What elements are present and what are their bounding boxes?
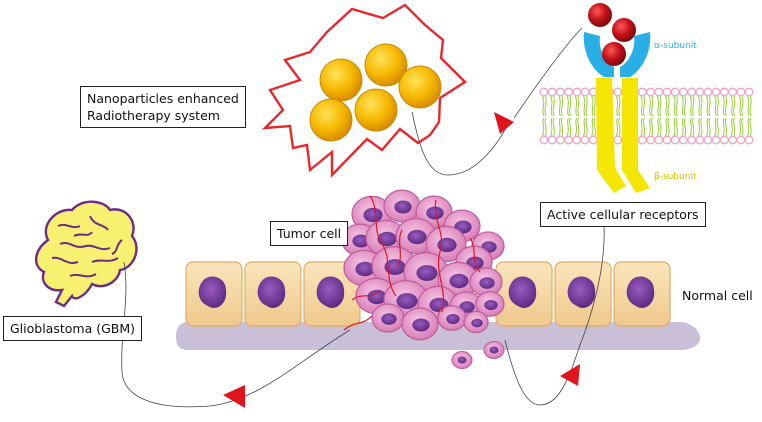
nanoparticles-label-line2: Radiotherapy system <box>87 108 220 123</box>
normal-cell-icon <box>303 261 361 327</box>
blood-vessel <box>369 195 397 297</box>
normal-cell-label: Normal cell <box>682 288 753 303</box>
blood-vessel <box>343 315 373 331</box>
normal-cell-icon <box>554 261 612 327</box>
tumor-cell-icon <box>475 291 505 317</box>
arrowhead-icons <box>223 112 580 408</box>
nanoparticle-icon <box>309 43 442 142</box>
detached-tumor-cell-icon <box>451 351 473 369</box>
receptor-icon <box>539 3 754 193</box>
cell-membrane <box>539 87 754 145</box>
tumor-cell-icon <box>437 305 467 331</box>
blood-vessel <box>434 199 445 313</box>
active-receptors-label: Active cellular receptors <box>540 202 706 227</box>
blood-vessel <box>397 229 403 267</box>
nanoparticles-label: Nanoparticles enhanced Radiotherapy syst… <box>80 86 246 128</box>
normal-cell-icon <box>185 261 243 327</box>
normal-cell-icon <box>244 261 302 327</box>
tumor-cell-icon <box>371 303 405 333</box>
nanoparticles-label-line1: Nanoparticles enhanced <box>87 91 239 106</box>
tissue-icon <box>176 261 700 350</box>
beta-subunit-label: β-subunit <box>654 172 697 182</box>
tumor-cell-icon <box>401 307 439 341</box>
tumor-cell-icon <box>463 310 489 334</box>
blood-vessel <box>351 289 381 301</box>
detached-tumor-cell-icon <box>483 341 505 359</box>
tumor-cell-icon <box>425 225 467 263</box>
glioblastoma-label: Glioblastoma (GBM) <box>3 316 143 341</box>
tumor-cell-icon <box>469 267 503 297</box>
blood-vessel <box>469 237 481 273</box>
tumor-cell-label: Tumor cell <box>270 221 349 246</box>
normal-cell-icon <box>495 261 553 327</box>
alpha-subunit-label: α-subunit <box>654 41 697 51</box>
tumor-cell-icon <box>383 189 421 223</box>
brain-icon <box>35 200 138 308</box>
normal-cell-icon <box>613 261 671 327</box>
tumor-icon <box>341 189 505 369</box>
